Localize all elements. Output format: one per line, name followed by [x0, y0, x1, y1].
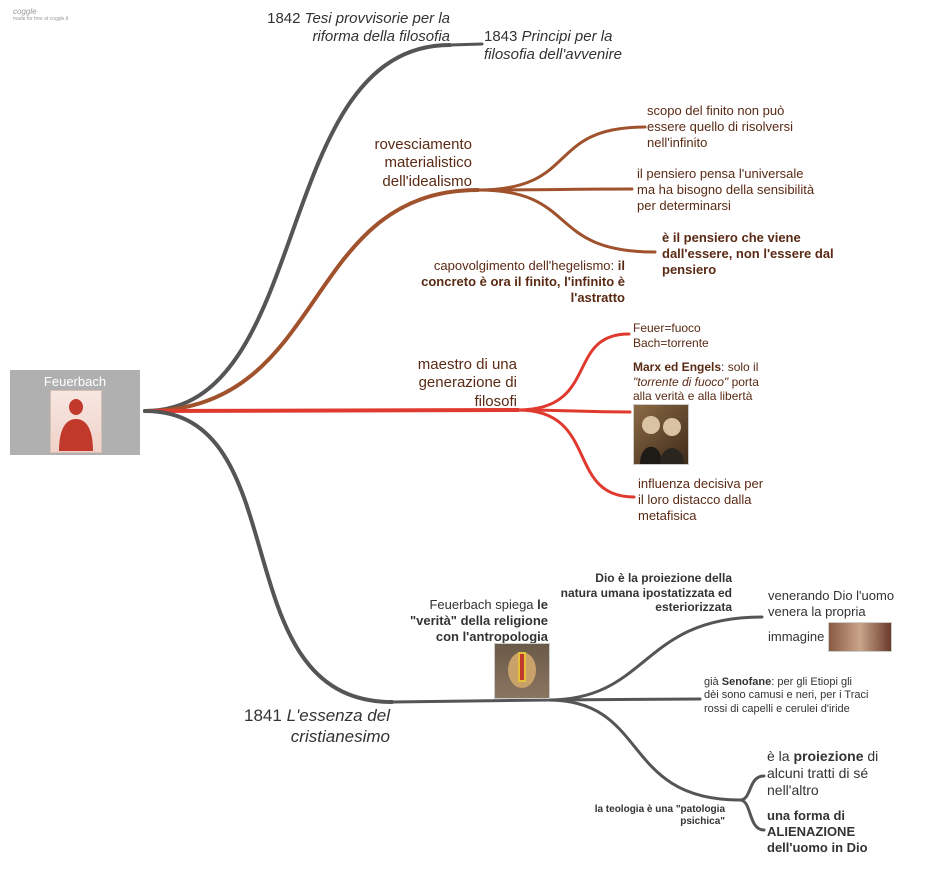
link-root-maestro [143, 408, 520, 413]
link-teologia-proiezione [738, 774, 766, 802]
node-senofane[interactable]: già Senofane: per gli Etiopi gli dèi son… [704, 676, 869, 716]
feuer-text: Feuer=fuoco [633, 321, 701, 335]
marx-bold: Marx ed Engels [633, 360, 722, 374]
link-root-essenza [143, 409, 394, 704]
venerando-text: venerando Dio l'uomo venera la propria [768, 588, 895, 619]
node-teologia[interactable]: la teologia è una "patologia psichica" [594, 804, 725, 828]
coggle-watermark[interactable]: coggle made for free at coggle.it [13, 7, 68, 22]
node-maestro[interactable]: maestro di una generazione di filosofi [417, 356, 517, 410]
link-spiega-teologia [546, 698, 742, 802]
portrait-icon [59, 399, 93, 451]
capovolgimento-bold: il concreto è ora il finito, l'infinito … [421, 258, 625, 305]
link-rovesciamento-essere [476, 188, 657, 254]
link-root-tesi [143, 43, 452, 413]
feuerbach-portrait-image [50, 390, 102, 453]
proiezione-pre: è la [767, 748, 794, 764]
coggle-tagline: made for free at coggle.it [13, 16, 69, 22]
node-spiega[interactable]: Feuerbach spiega le "verità" della relig… [405, 597, 548, 645]
painted-face-image [494, 643, 550, 699]
spiega-prefix: Feuerbach spiega [429, 597, 538, 612]
node-proiezione[interactable]: è la proiezione di alcuni tratti di sé n… [767, 748, 907, 799]
node-scopo[interactable]: scopo del finito non può essere quello d… [647, 103, 793, 150]
proiezione-post: di alcuni tratti di sé nell'altro [767, 748, 879, 799]
link-essenza-spiega [390, 698, 550, 704]
marx-text: : solo il [721, 360, 759, 374]
marx-italic: "torrente di fuoco" [633, 374, 729, 389]
tesi-title: Tesi provvisorie per la riforma della fi… [304, 10, 450, 46]
link-teologia-alienazione [738, 798, 766, 832]
link-maestro-feuer [516, 332, 631, 412]
link-spiega-venerando [546, 615, 764, 702]
proiezione-bold: proiezione [793, 748, 864, 764]
node-dio[interactable]: Dio è la proiezione della natura umana i… [560, 571, 732, 615]
node-essenza[interactable]: 1841 L'essenza del cristianesimo [230, 706, 390, 747]
link-root-rovesciamento [143, 188, 480, 413]
face-icon [508, 652, 536, 688]
senofane-bold: Senofane [721, 676, 772, 688]
node-venerando[interactable]: venerando Dio l'uomo venera la propria i… [768, 588, 908, 652]
capovolgimento-prefix: capovolgimento dell'hegelismo: [433, 258, 618, 273]
principi-title: Principi per la filosofia dell'avvenire [484, 28, 622, 64]
immagine-text: immagine [768, 628, 825, 644]
tesi-year: 1842 [267, 10, 301, 27]
node-principi[interactable]: 1843 Principi per la filosofia dell'avve… [484, 28, 654, 65]
node-capovolgimento[interactable]: capovolgimento dell'hegelismo: il concre… [420, 258, 625, 306]
node-tesi[interactable]: 1842 Tesi provvisorie per la riforma del… [245, 10, 450, 47]
link-rovesciamento-pensiero [476, 187, 634, 192]
creation-of-adam-image [828, 621, 893, 652]
node-pensiero[interactable]: il pensiero pensa l'universale ma ha bis… [637, 166, 815, 213]
principi-year: 1843 [484, 28, 518, 45]
node-rovesciamento[interactable]: rovesciamento materialistico dell'ideali… [374, 136, 472, 190]
marx-engels-image [633, 404, 689, 465]
spiega-bold: le "verità" della religione con l'antrop… [409, 597, 548, 644]
node-essere[interactable]: è il pensiero che viene dall'essere, non… [662, 230, 834, 277]
marx-end: porta alla verità e alla libertà [633, 374, 759, 404]
senofane-pre: già [704, 676, 722, 688]
coggle-logo: coggle [13, 7, 37, 16]
bach-text: Bach=torrente [633, 335, 709, 350]
essenza-year: 1841 [244, 706, 282, 725]
link-maestro-influenza [516, 408, 636, 499]
node-influenza[interactable]: influenza decisiva per il loro distacco … [638, 476, 764, 523]
node-feuer[interactable]: Feuer=fuoco Bach=torrente [633, 321, 753, 350]
link-rovesciamento-scopo [476, 125, 647, 192]
root-label: Feuerbach [43, 374, 107, 389]
portrait-icon [640, 416, 684, 464]
senofane-text: : per gli Etiopi gli dèi sono camusi e n… [704, 676, 869, 715]
node-alienazione[interactable]: una forma di ALIENAZIONE dell'uomo in Di… [767, 808, 868, 855]
link-spiega-senofane [546, 697, 702, 702]
root-node[interactable]: Feuerbach [10, 370, 140, 455]
link-tesi-principi [448, 42, 484, 47]
essenza-title: L'essenza del cristianesimo [286, 706, 390, 746]
node-marx[interactable]: Marx ed Engels: solo il "torrente di fuo… [633, 360, 773, 404]
